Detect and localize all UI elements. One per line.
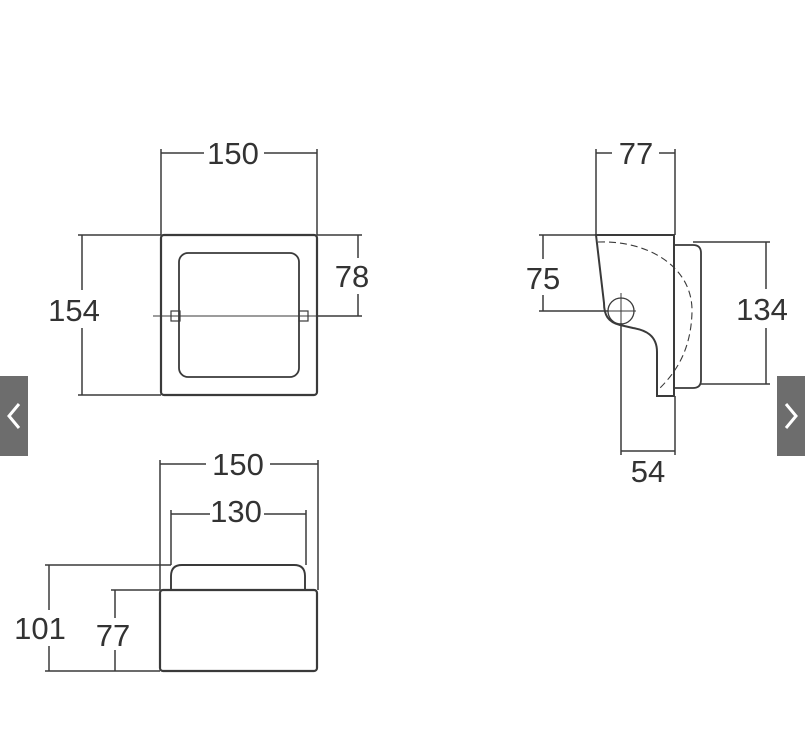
front-outer-frame <box>159 233 319 397</box>
front-height-label: 154 <box>48 293 100 328</box>
left-hinge-pin <box>170 310 181 322</box>
side-view <box>539 149 770 455</box>
front-inner-panel <box>178 252 300 378</box>
top-outer-width-label: 150 <box>212 447 264 482</box>
front-width-label: 150 <box>207 136 259 171</box>
side-depth-top-label: 77 <box>619 136 653 171</box>
front-axis-height-label: 78 <box>335 259 369 294</box>
wall-plate <box>674 244 702 389</box>
rotation-arc <box>597 241 693 389</box>
side-height-label: 134 <box>736 292 788 327</box>
front-view <box>78 149 362 397</box>
side-depth-bottom-label: 54 <box>631 454 665 489</box>
top-total-height-label: 101 <box>14 611 66 646</box>
top-inner-width-label: 130 <box>210 494 262 529</box>
top-body-height-label: 77 <box>96 618 130 653</box>
top-body <box>158 588 319 673</box>
right-hinge-pin <box>298 310 309 322</box>
prev-image-button[interactable] <box>0 376 28 456</box>
next-image-button[interactable] <box>777 376 805 456</box>
chevron-left-icon <box>7 403 21 429</box>
side-axis-height-label: 75 <box>526 261 560 296</box>
top-cover <box>170 564 306 590</box>
chevron-right-icon <box>784 403 798 429</box>
side-profile <box>594 234 675 397</box>
top-view <box>45 460 319 673</box>
